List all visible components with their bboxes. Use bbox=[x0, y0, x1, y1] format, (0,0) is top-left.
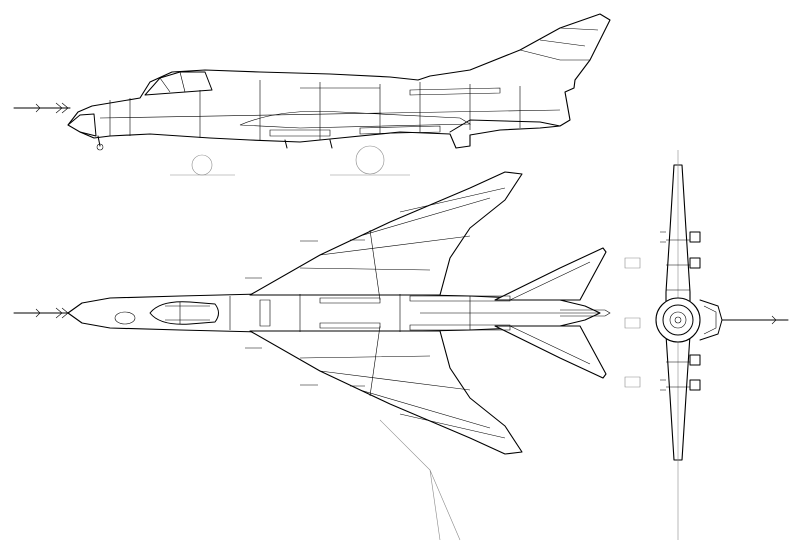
side-nose-cone bbox=[67, 113, 97, 137]
front-view bbox=[624, 150, 789, 540]
side-canopy bbox=[144, 71, 213, 96]
side-stores bbox=[239, 110, 472, 129]
top-wing-upper bbox=[249, 171, 523, 296]
front-nose-probe bbox=[721, 315, 789, 325]
front-reference-wheels bbox=[624, 257, 641, 388]
top-wing-lower bbox=[249, 330, 523, 455]
side-fuselage bbox=[67, 13, 611, 149]
top-stabilizer-upper bbox=[494, 247, 607, 301]
front-pylons bbox=[660, 231, 701, 391]
side-stabilizer bbox=[449, 119, 561, 133]
side-ground-reference bbox=[170, 145, 410, 176]
top-pitot-probe bbox=[13, 307, 71, 319]
front-fuselage bbox=[655, 297, 723, 343]
top-cockpit bbox=[114, 301, 219, 325]
side-pitot-probe bbox=[13, 102, 71, 114]
top-view bbox=[13, 171, 611, 541]
top-stabilizer-lower bbox=[494, 325, 607, 379]
side-view bbox=[13, 13, 611, 176]
side-landing-gear bbox=[96, 135, 333, 151]
